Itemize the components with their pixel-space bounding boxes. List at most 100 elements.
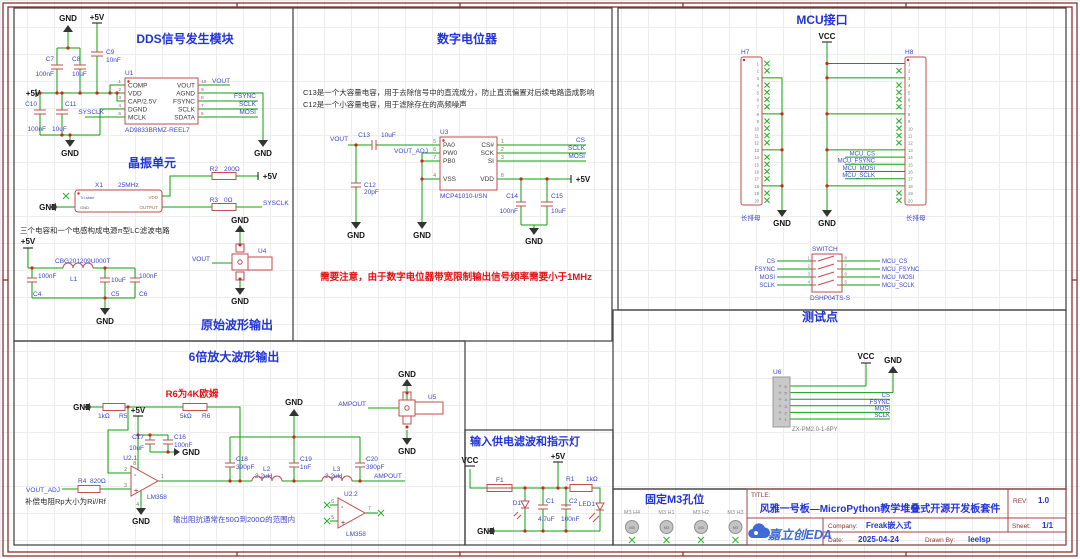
- net-ampout[interactable]: AMPOUT: [338, 401, 366, 408]
- r1-refdes[interactable]: R1: [566, 476, 575, 483]
- gnd-symbol[interactable]: GND: [413, 222, 431, 240]
- amp-wires[interactable]: [62, 386, 408, 522]
- c11-value[interactable]: 10uF: [52, 126, 67, 133]
- u1-partname[interactable]: AD9833BRMZ-REEL7: [125, 127, 190, 134]
- u5-refdes[interactable]: U5: [428, 394, 437, 401]
- net-cs[interactable]: CS: [576, 137, 586, 144]
- mcu-wires[interactable]: [762, 42, 905, 210]
- c15-refdes[interactable]: C15: [551, 193, 563, 200]
- component-u3-mcp41010[interactable]: U3 MCP41010-I/SN 5 6 7 4 PA0 PW0 PB0 VSS…: [433, 129, 504, 200]
- c8-refdes[interactable]: C8: [72, 56, 81, 63]
- c6-value[interactable]: 100nF: [139, 273, 157, 280]
- component-led1[interactable]: LED1: [579, 501, 605, 523]
- u5-body[interactable]: [398, 399, 416, 417]
- switch-wires[interactable]: [777, 260, 880, 286]
- l2-value[interactable]: 2.2uH: [255, 473, 273, 480]
- r3-body[interactable]: [211, 203, 237, 211]
- u3-partname[interactable]: MCP41010-I/SN: [440, 193, 488, 200]
- u3-refdes[interactable]: U3: [440, 129, 449, 136]
- c4-value[interactable]: 100nF: [38, 273, 56, 280]
- c17-value[interactable]: 10uF: [129, 445, 144, 452]
- m3-hole[interactable]: [625, 520, 639, 534]
- r2-body[interactable]: [211, 172, 237, 180]
- m3-holes[interactable]: [625, 520, 743, 534]
- m3-hole[interactable]: [659, 520, 674, 534]
- u1-refdes[interactable]: U1: [125, 70, 134, 77]
- m3-hole[interactable]: [694, 520, 708, 534]
- gnd-symbol[interactable]: GND: [525, 228, 543, 246]
- gnd-symbol[interactable]: GND: [818, 210, 836, 228]
- r5-value[interactable]: 1kΩ: [98, 413, 110, 420]
- x1-body[interactable]: [74, 189, 163, 213]
- l2-inductor[interactable]: [251, 475, 283, 482]
- c12-refdes[interactable]: C12: [364, 182, 376, 189]
- gnd-symbol[interactable]: GND: [773, 210, 791, 228]
- net-mosi[interactable]: MOSI: [568, 153, 585, 160]
- r4-body[interactable]: [77, 485, 101, 493]
- c20-value[interactable]: 390pF: [366, 464, 384, 471]
- p5v-symbol[interactable]: +5V: [551, 452, 566, 463]
- net-sysclk[interactable]: SYSCLK: [263, 200, 289, 207]
- c17-refdes[interactable]: C17: [132, 434, 144, 441]
- r1-body[interactable]: [569, 484, 593, 492]
- c12-value[interactable]: 20pF: [364, 189, 379, 196]
- u2b-body[interactable]: [337, 497, 367, 529]
- f1-refdes[interactable]: F1: [496, 477, 504, 484]
- net-mosi[interactable]: MOSI: [239, 109, 256, 116]
- c10-refdes[interactable]: C10: [25, 101, 37, 108]
- r4-refdes[interactable]: R4: [78, 478, 87, 485]
- net-ampout[interactable]: AMPOUT: [374, 473, 402, 480]
- r5-body[interactable]: [102, 403, 126, 411]
- p5v-symbol[interactable]: +5V: [257, 172, 278, 181]
- power-capacitors[interactable]: [538, 504, 571, 510]
- net-sysclk[interactable]: SYSCLK: [78, 109, 104, 116]
- r5-refdes[interactable]: R5: [119, 413, 128, 420]
- net-sclk[interactable]: SCLK: [239, 101, 257, 108]
- net-vout[interactable]: VOUT: [330, 136, 348, 143]
- switch-partname[interactable]: DSHP04TS-S: [810, 295, 851, 302]
- gnd-symbol[interactable]: GND: [231, 216, 249, 232]
- p5v-symbol[interactable]: +5V: [90, 13, 105, 24]
- h8-refdes[interactable]: H8: [905, 49, 914, 56]
- c13-refdes[interactable]: C13: [358, 132, 370, 139]
- c11-refdes[interactable]: C11: [65, 101, 77, 108]
- c7-value[interactable]: 100nF: [36, 71, 54, 78]
- u6-body[interactable]: [772, 376, 791, 428]
- l1-refdes[interactable]: L1: [70, 276, 78, 283]
- u2a-partname[interactable]: LM358: [147, 494, 167, 501]
- r3-value[interactable]: 0Ω: [224, 197, 233, 204]
- gnd-symbol[interactable]: GND: [285, 398, 303, 416]
- p5v-symbol[interactable]: +5V: [26, 89, 41, 98]
- c19-refdes[interactable]: C19: [300, 456, 312, 463]
- r2-value[interactable]: 200Ω: [224, 166, 240, 173]
- u1-body[interactable]: [124, 77, 199, 125]
- digipot-wires[interactable]: [348, 144, 586, 228]
- c20-refdes[interactable]: C20: [366, 456, 378, 463]
- d1-refdes[interactable]: D1: [513, 500, 522, 507]
- gnd-symbol[interactable]: GND: [398, 370, 416, 386]
- component-f1-fuse[interactable]: F1: [486, 477, 513, 492]
- component-d1-diode[interactable]: D1: [513, 500, 530, 520]
- component-x1-crystal[interactable]: X1 25MHz Tri-state GND VDD OUTPUT: [74, 182, 163, 213]
- dds-wires[interactable]: [36, 23, 264, 140]
- gnd-symbol[interactable]: GND: [96, 308, 114, 326]
- gnd-symbol[interactable]: GND: [39, 203, 57, 212]
- h8-body[interactable]: [904, 56, 927, 206]
- c10-value[interactable]: 100nF: [28, 126, 46, 133]
- component-r1[interactable]: R1 1kΩ: [566, 476, 598, 492]
- l2-refdes[interactable]: L2: [263, 466, 271, 473]
- vcc-symbol[interactable]: VCC: [819, 32, 836, 43]
- gnd-symbol[interactable]: GND: [477, 527, 495, 536]
- gnd-symbol[interactable]: GND: [174, 448, 200, 457]
- component-u2a-opamp[interactable]: U2.1 - + 2 3 1 8 4 LM358: [123, 455, 167, 508]
- u4-body[interactable]: [231, 253, 249, 271]
- gnd-symbol[interactable]: GND: [347, 222, 365, 240]
- c5-value[interactable]: 10uF: [111, 277, 126, 284]
